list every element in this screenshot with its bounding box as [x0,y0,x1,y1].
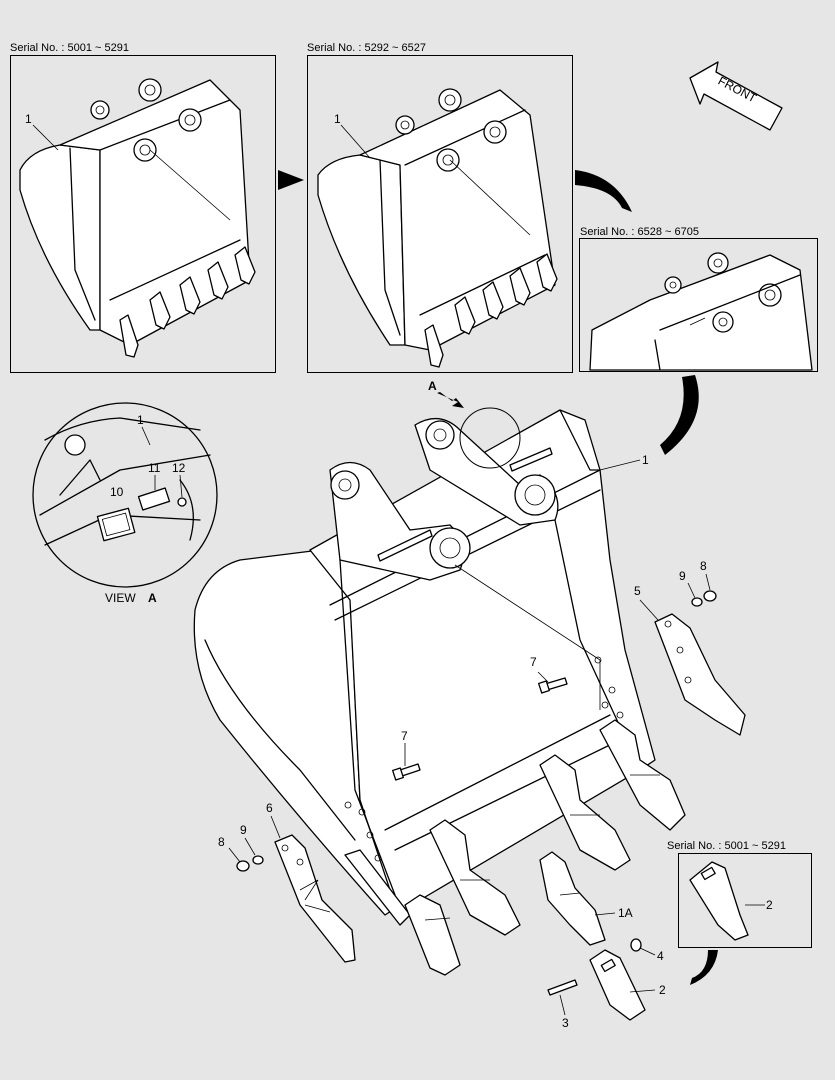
callout-bolt-lower: 7 [401,729,408,743]
tooth-inset-drawing [689,861,765,941]
lock [630,938,642,952]
curved-arrow-inset-icon [690,950,718,985]
callout-view-part-10: 10 [110,485,124,499]
callout-lock: 4 [657,949,664,963]
tooth-adapter [539,851,606,946]
bucket-drawing-panel-3 [589,252,813,371]
callout-nut-left: 8 [218,835,225,849]
view-letter: A [148,591,157,605]
callout-washer-left: 9 [240,823,247,837]
callout-tooth-inset: 2 [766,898,773,912]
front-arrow-icon: FRONT [689,61,783,131]
side-cutter-left [274,834,356,963]
tooth-exploded [589,949,646,1021]
callout-side-cutter-left: 6 [266,801,273,815]
callout-bolt-upper: 7 [530,655,537,669]
view-arrow-letter: A [428,379,437,393]
view-title: VIEW [105,591,136,605]
serial-label-panel-3: Serial No. : 6528 ~ 6705 [580,226,699,238]
bucket-drawing-panel-2 [317,88,558,368]
nut-left [236,860,250,872]
arrow-right-icon [278,170,304,190]
callout-nut-right: 8 [700,559,707,573]
callout-side-cutter-right: 5 [634,584,641,598]
washer-left [252,855,264,865]
callout-view-part-11: 11 [148,461,161,475]
bolt-lower [392,763,421,781]
callout-view-part-1: 1 [137,413,144,427]
side-cutter-right [654,613,746,736]
callout-tooth: 2 [659,983,666,997]
serial-label-panel-1: Serial No. : 5001 ~ 5291 [10,42,129,54]
callout-tooth-adapter: 1A [618,906,633,920]
pin [547,979,578,996]
view-a-detail [32,402,218,588]
curved-arrow-down-icon [660,375,699,455]
serial-label-tooth-inset: Serial No. : 5001 ~ 5291 [667,840,786,852]
bucket-drawing-panel-1 [19,78,256,358]
callout-panel-1-part: 1 [25,112,32,126]
main-bucket-teeth [404,719,686,976]
bolt-upper [538,677,568,694]
serial-label-panel-2: Serial No. : 5292 ~ 6527 [307,42,426,54]
callout-bucket: 1 [642,453,649,467]
curved-arrow-icon [575,170,632,212]
callout-pin: 3 [562,1016,569,1030]
washer-right [691,597,703,607]
callout-view-part-12: 12 [172,461,186,475]
view-arrow-icon [437,392,464,408]
nut-right [703,590,717,602]
callout-washer-right: 9 [679,569,686,583]
callout-panel-2-part: 1 [334,112,341,126]
